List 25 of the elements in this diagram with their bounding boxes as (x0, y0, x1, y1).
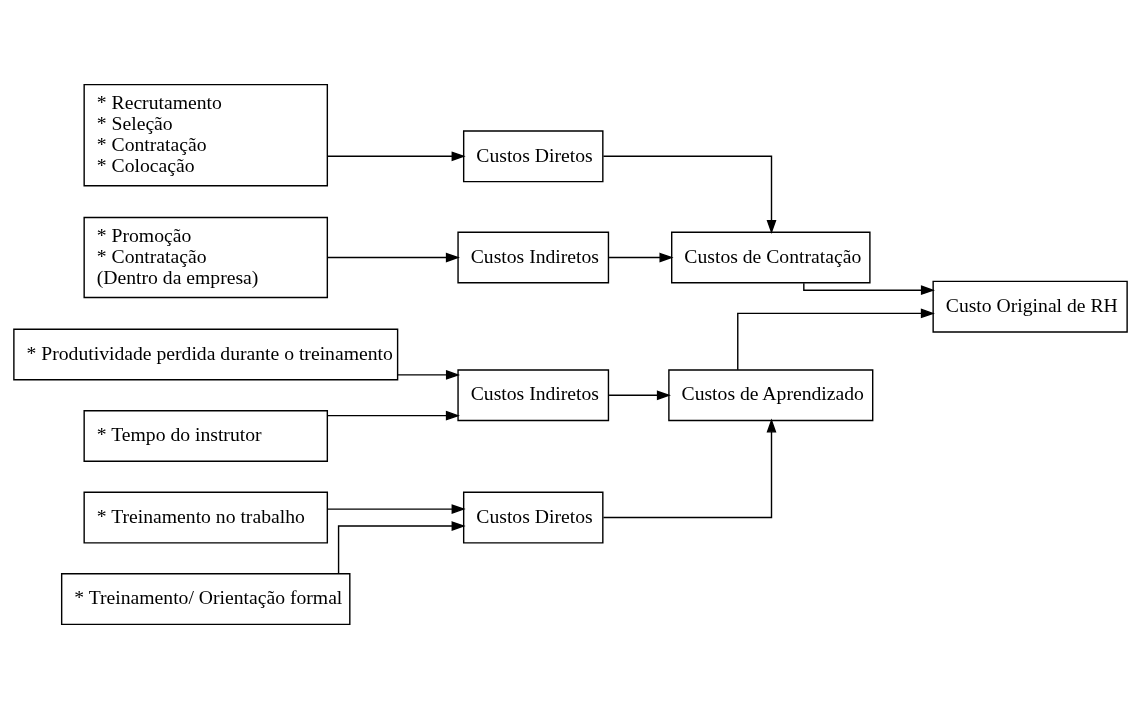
node-box: * Treinamento no trabalho (83, 491, 329, 544)
node-box: Custos de Contratação (671, 231, 871, 283)
arrow (327, 150, 466, 161)
arrow (602, 155, 777, 234)
node-box: Custo Original de RH (932, 280, 1128, 333)
node-box: * Recrutamento * Seleção * Contratação * Colocação (83, 83, 329, 187)
arrow (608, 252, 674, 262)
node-box: * Tempo do instrutor (83, 409, 329, 462)
arrow (337, 520, 466, 574)
node-box: Custos Diretos (462, 491, 604, 544)
node-box: Custos Indiretos (457, 368, 610, 421)
node-box: * Treinamento/ Orientação formal (60, 572, 351, 625)
node-box: * Produtividade perdida durante o treinamento (13, 328, 399, 380)
arrow (608, 389, 671, 400)
arrow (327, 410, 460, 421)
arrow (396, 369, 461, 380)
node-box: Custos de Aprendizado (668, 368, 874, 421)
node-box: Custos Indiretos (457, 231, 610, 283)
arrow (602, 417, 777, 518)
node-box: * Promoção * Contratação (Dentro da empresa) (83, 216, 329, 298)
arrow (327, 252, 460, 262)
arrow (737, 307, 935, 370)
arrow (327, 503, 466, 514)
node-box: Custos Diretos (462, 129, 604, 182)
arrow (803, 282, 935, 295)
